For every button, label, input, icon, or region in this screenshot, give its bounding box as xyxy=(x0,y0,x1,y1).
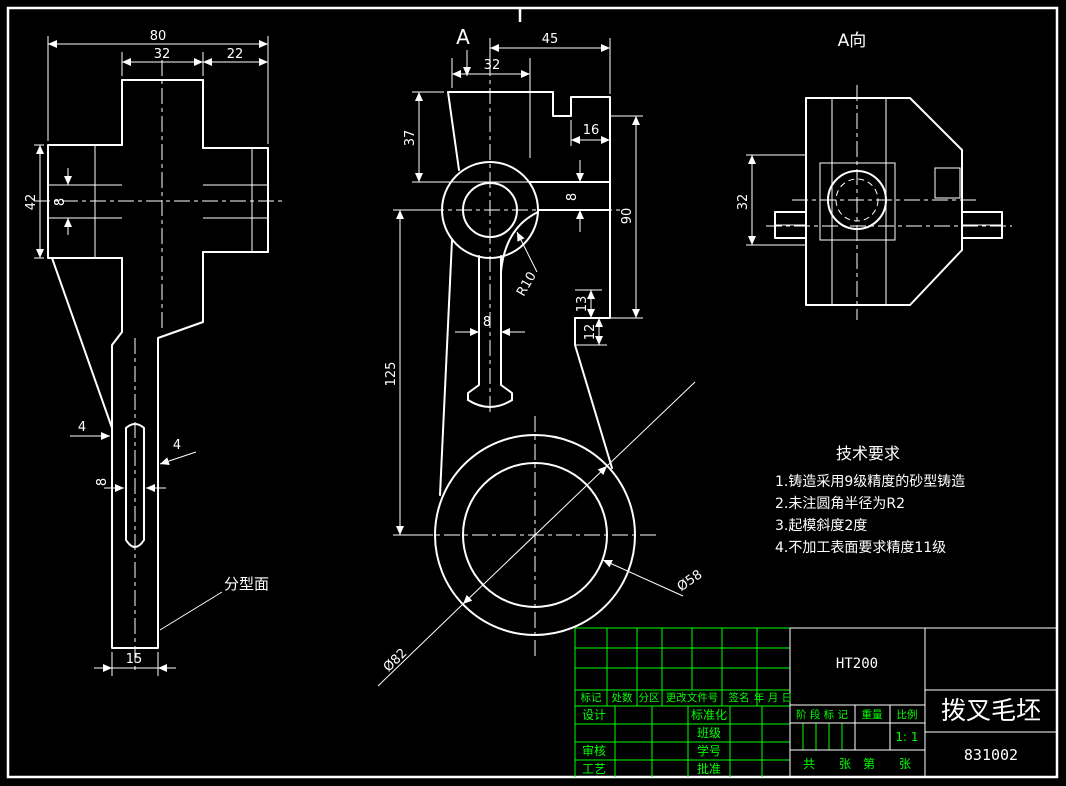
dim-37: 37 xyxy=(403,130,418,147)
tech-req-item: 4.不加工表面要求精度11级 xyxy=(775,540,946,556)
dim-42: 42 xyxy=(24,194,39,211)
left-view-outline xyxy=(47,79,269,649)
left-view: 80 32 22 42 8 4 4 8 15 xyxy=(24,29,282,676)
left-view-dimensions: 80 32 22 42 8 4 4 8 15 xyxy=(24,29,269,676)
sheet-count: 共 张 第 张 xyxy=(803,757,911,771)
side-view-centerlines xyxy=(766,85,1012,320)
dim-12: 12 xyxy=(583,324,598,341)
header-sign: 签名 xyxy=(729,691,750,704)
title-block-labels: 标记 处数 分区 更改文件号 签名 年 月 日 设计 标准化 班级 审核 学号 … xyxy=(581,656,1042,776)
dim-22: 22 xyxy=(227,47,244,62)
dia-82-label: Ø82 xyxy=(381,646,411,675)
title-block-grid-white xyxy=(789,627,1057,777)
row-design: 设计 xyxy=(582,708,606,722)
header-zone: 分区 xyxy=(639,692,660,704)
dim-4-left: 4 xyxy=(78,420,86,435)
drawing-border xyxy=(6,6,1059,779)
tech-req-item: 2.未注圆角半径为R2 xyxy=(775,496,905,512)
row-check: 审核 xyxy=(582,743,606,758)
dia-58-label: Ø58 xyxy=(675,567,706,595)
dim-90: 90 xyxy=(620,208,635,225)
front-view: A 45 32 37 125 90 16 xyxy=(377,25,706,687)
header-doc-no: 更改文件号 xyxy=(666,691,719,704)
dim-45: 45 xyxy=(542,32,559,47)
side-view-dimensions: 32 xyxy=(736,154,806,246)
row-process: 工艺 xyxy=(582,762,606,776)
dim-32: 32 xyxy=(736,194,751,211)
side-view-label: A向 xyxy=(838,31,867,51)
dim-32: 32 xyxy=(484,58,501,73)
front-view-outline xyxy=(434,91,636,636)
dim-8-slot: 8 xyxy=(95,478,110,486)
section-label: A xyxy=(456,25,470,49)
tech-req-item: 1.铸造采用9级精度的砂型铸造 xyxy=(775,474,965,490)
header-mark: 标记 xyxy=(581,692,602,704)
stage-mark-label: 阶 段 标 记 xyxy=(796,708,849,721)
row-class: 班级 xyxy=(697,726,721,740)
dim-8-flange: 8 xyxy=(53,198,68,206)
dim-8-stem: 8 xyxy=(483,315,491,330)
dim-32: 32 xyxy=(154,47,171,62)
front-view-dimensions: A 45 32 37 125 90 16 xyxy=(377,25,706,687)
scale-label: 比例 xyxy=(897,708,918,721)
dim-4-right: 4 xyxy=(173,438,181,453)
header-count: 处数 xyxy=(612,691,633,704)
dim-13: 13 xyxy=(575,296,590,313)
tech-req-title: 技术要求 xyxy=(836,444,900,463)
side-view-outline xyxy=(774,97,1003,306)
scale-value: 1: 1 xyxy=(895,730,918,744)
title-block-grid-green xyxy=(574,627,843,777)
weight-label: 重量 xyxy=(862,708,883,721)
row-standard: 标准化 xyxy=(691,708,727,722)
material: HT200 xyxy=(836,656,878,672)
row-approve: 批准 xyxy=(697,761,721,776)
front-view-centerlines xyxy=(416,60,656,658)
dim-125: 125 xyxy=(384,362,399,387)
left-view-centerlines xyxy=(34,60,282,674)
dim-8-web: 8 xyxy=(565,193,580,201)
title-block: 标记 处数 分区 更改文件号 签名 年 月 日 设计 标准化 班级 审核 学号 … xyxy=(574,627,1057,777)
dim-16: 16 xyxy=(583,123,600,138)
dim-15: 15 xyxy=(126,652,143,667)
technical-requirements: 技术要求 1.铸造采用9级精度的砂型铸造 2.未注圆角半径为R2 3.起模斜度2… xyxy=(775,444,965,556)
row-student-no: 学号 xyxy=(697,743,721,758)
parting-plane-label: 分型面 xyxy=(224,575,269,593)
tech-req-item: 3.起模斜度2度 xyxy=(775,518,867,534)
part-name: 拨叉毛坯 xyxy=(941,696,1041,725)
header-date: 年 月 日 xyxy=(754,691,792,704)
part-number: 831002 xyxy=(964,746,1018,764)
dim-80: 80 xyxy=(150,29,167,44)
side-view: A向 32 xyxy=(736,31,1012,320)
radius-label: R10 xyxy=(514,269,540,299)
